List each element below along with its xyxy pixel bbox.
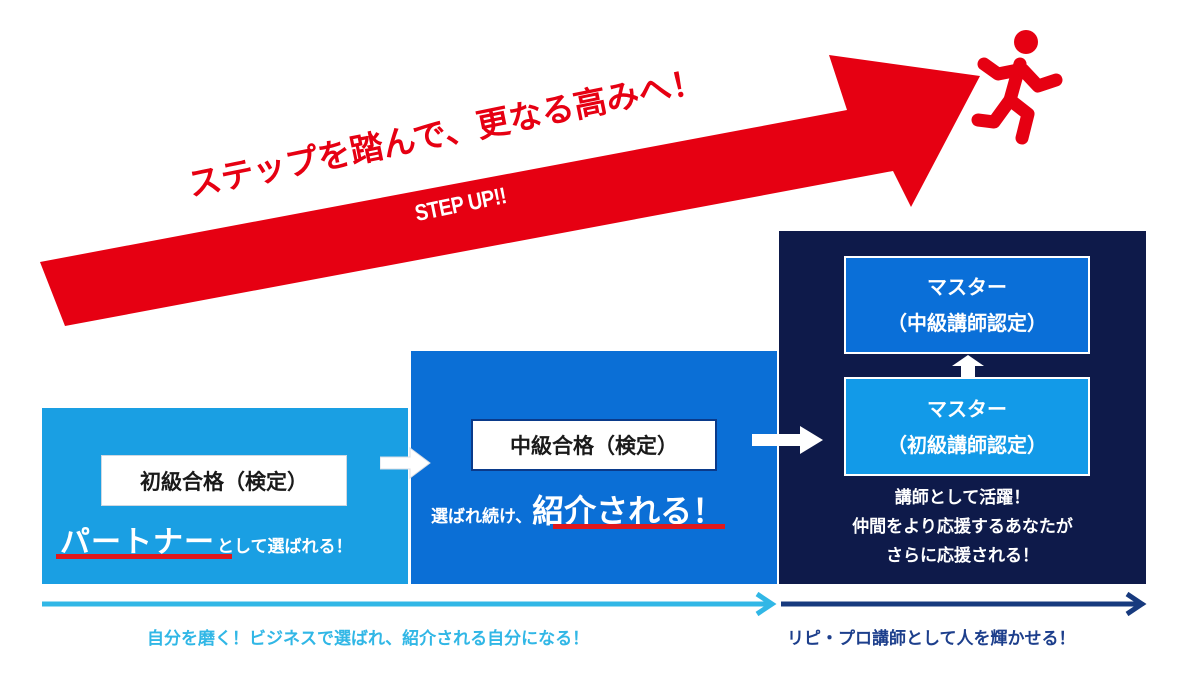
master-description: 講師として活躍！ 仲間をより応援するあなたが さらに応援される！: [779, 484, 1146, 571]
master-bottom-title: マスター: [927, 396, 1007, 421]
timeline-arrows: [42, 591, 1147, 617]
master-desc-line-2: 仲間をより応援するあなたが: [852, 517, 1073, 537]
beginner-pass-label: 初級合格（検定）: [101, 455, 347, 506]
introduced-highlight: 紹介される！: [532, 492, 725, 530]
running-person-icon: [971, 30, 1063, 145]
master-top-subtitle: （中級講師認定）: [887, 311, 1047, 335]
step-up-arrow: [40, 55, 980, 326]
master-intermediate-instructor-box: マスター （中級講師認定）: [844, 256, 1090, 354]
up-arrow-icon: [952, 355, 984, 378]
partner-tail: として選ばれる！: [217, 537, 353, 557]
caption-self-improvement: 自分を磨く！ビジネスで選ばれ、紹介される自分になる！: [147, 629, 590, 649]
partner-underline: [56, 554, 232, 559]
master-bottom-subtitle: （初級講師認定）: [887, 432, 1047, 457]
introduced-lead: 選ばれ続け、: [431, 507, 533, 527]
right-arrow-icon: [380, 447, 431, 479]
master-beginner-instructor-box: マスター （初級講師認定）: [844, 377, 1090, 476]
master-top-title: マスター: [927, 275, 1007, 299]
introduced-message: 選ばれ続け、紹介される！: [431, 486, 724, 532]
master-desc-line-3: さらに応援される！: [886, 546, 1039, 566]
caption-instructor: リピ・プロ講師として人を輝かせる！: [787, 629, 1076, 649]
intermediate-pass-label: 中級合格（検定）: [471, 419, 717, 471]
right-arrow-icon: [752, 426, 823, 454]
introduced-underline: [553, 524, 725, 529]
master-desc-line-1: 講師として活躍！: [894, 488, 1031, 508]
